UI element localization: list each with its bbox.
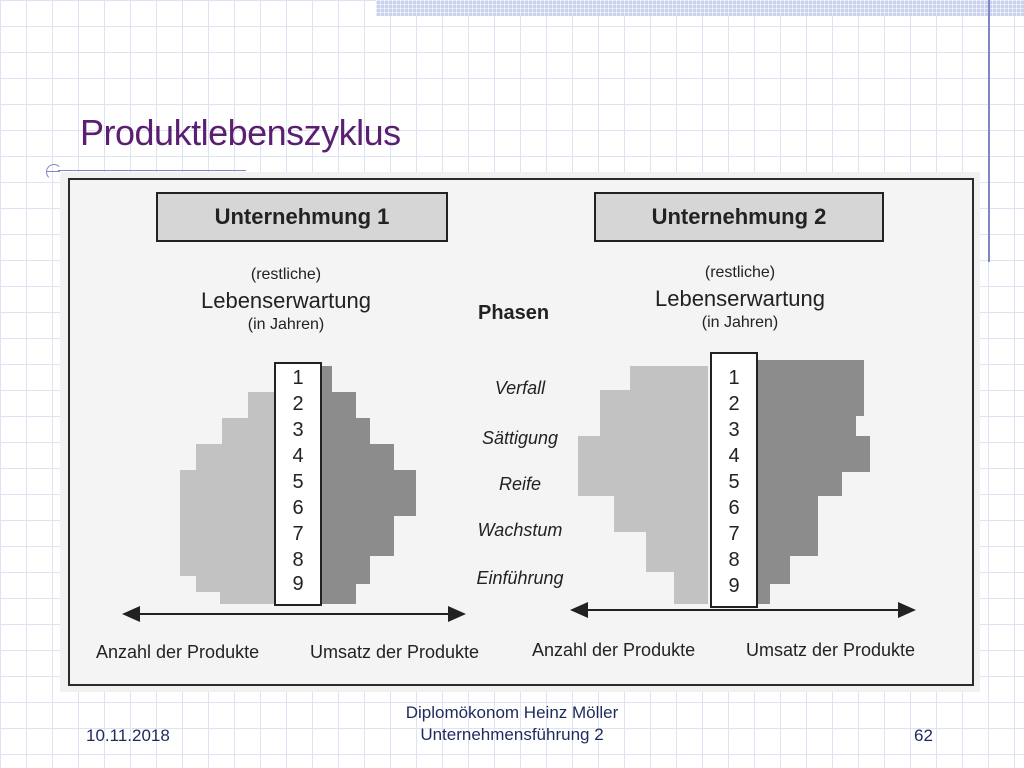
axis-label-left-revenue: Umsatz der Produkte bbox=[310, 642, 480, 662]
phase-label: Reife bbox=[498, 474, 542, 494]
year-number: 7 bbox=[728, 523, 740, 545]
life-note-top-right: (restliche) bbox=[704, 264, 776, 281]
year-number: 4 bbox=[292, 445, 304, 467]
decor-tick bbox=[46, 171, 60, 172]
axis-label-left-count: Anzahl der Produkte bbox=[96, 642, 260, 662]
year-number: 5 bbox=[292, 471, 304, 493]
lifecycle-diagram: Unternehmung 1 Unternehmung 2 (restliche… bbox=[68, 178, 974, 686]
phase-label: Sättigung bbox=[481, 428, 559, 448]
year-number: 3 bbox=[728, 419, 740, 441]
footer-date: 10.11.2018 bbox=[86, 726, 170, 745]
year-number: 2 bbox=[292, 393, 304, 415]
year-number: 6 bbox=[292, 497, 304, 519]
phase-label: Verfall bbox=[494, 378, 546, 398]
year-number: 7 bbox=[292, 523, 304, 545]
phase-label: Wachstum bbox=[477, 520, 563, 540]
year-number: 1 bbox=[292, 367, 304, 389]
footer-page-number: 62 bbox=[914, 726, 933, 745]
stair-left-light bbox=[180, 366, 280, 604]
year-number: 4 bbox=[728, 445, 740, 467]
decor-circle-icon bbox=[46, 164, 62, 180]
life-note-bottom-left: (in Jahren) bbox=[247, 316, 325, 333]
years-column-right: 1 2 3 4 5 6 7 8 9 bbox=[710, 352, 758, 608]
header-band bbox=[376, 0, 1024, 16]
footer-author-course: Diplomökonom Heinz Möller Unternehmensfü… bbox=[312, 702, 712, 746]
year-number: 1 bbox=[728, 367, 740, 389]
arrow-head-right-end bbox=[898, 602, 916, 618]
arrow-head-right-start bbox=[570, 602, 588, 618]
axis-label-right-count: Anzahl der Produkte bbox=[532, 640, 696, 660]
life-note-top-left: (restliche) bbox=[250, 266, 322, 283]
year-number: 9 bbox=[728, 575, 740, 597]
stair-right-light bbox=[578, 366, 708, 604]
year-number: 8 bbox=[728, 549, 740, 571]
life-note-bottom-right: (in Jahren) bbox=[701, 314, 779, 331]
footer-course: Unternehmensführung 2 bbox=[420, 725, 604, 744]
stair-left-dark bbox=[322, 366, 416, 604]
life-main-left: Lebenserwartung bbox=[200, 288, 371, 313]
arrow-head-left-end bbox=[448, 606, 466, 622]
arrow-head-left-start bbox=[122, 606, 140, 622]
year-number: 8 bbox=[292, 549, 304, 571]
company-box-left: Unternehmung 1 bbox=[156, 192, 448, 242]
staircase-chart-left bbox=[122, 360, 916, 622]
footer-author: Diplomökonom Heinz Möller bbox=[405, 703, 619, 722]
axis-label-right-revenue: Umsatz der Produkte bbox=[746, 640, 916, 660]
year-number: 6 bbox=[728, 497, 740, 519]
year-number: 3 bbox=[292, 419, 304, 441]
company-label-right: Unternehmung 2 bbox=[651, 204, 827, 229]
years-column-left: 1 2 3 4 5 6 7 8 9 bbox=[274, 362, 322, 606]
phases-heading: Phasen bbox=[478, 302, 550, 324]
title-underline bbox=[58, 170, 246, 171]
slide-title: Produktlebenszyklus bbox=[80, 112, 401, 153]
year-number: 9 bbox=[292, 573, 304, 595]
company-label-left: Unternehmung 1 bbox=[214, 204, 390, 229]
year-number: 2 bbox=[728, 393, 740, 415]
stair-right-dark bbox=[758, 360, 870, 604]
company-box-right: Unternehmung 2 bbox=[594, 192, 884, 242]
year-number: 5 bbox=[728, 471, 740, 493]
phase-label: Einführung bbox=[476, 568, 564, 588]
decor-vertical-line bbox=[988, 0, 990, 262]
life-main-right: Lebenserwartung bbox=[654, 286, 825, 311]
